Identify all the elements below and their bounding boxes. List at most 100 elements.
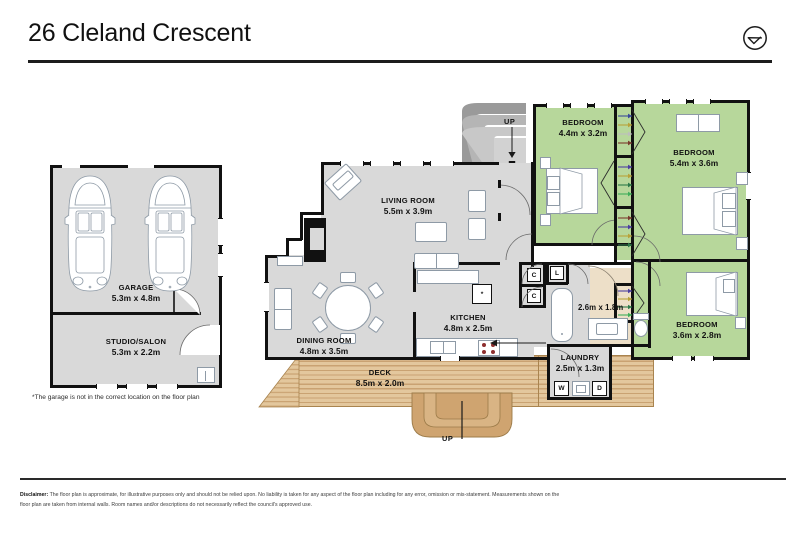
toilet-bowl <box>634 320 648 337</box>
studio-window-bottom-a <box>96 384 118 389</box>
living-window-b <box>370 161 394 166</box>
studio-basin-line <box>205 371 206 381</box>
closet-door-swing-2 <box>521 286 543 308</box>
room-label-bedroom-1: BEDROOM 4.4m x 3.2m <box>534 118 632 139</box>
entry-door-jamb-left <box>498 180 501 188</box>
bathroom-basin <box>596 323 618 335</box>
car-right <box>144 175 196 293</box>
linen-label: L <box>554 269 560 277</box>
closet-tag-1: C <box>527 268 541 282</box>
linen-door-swing <box>567 263 589 285</box>
room-dim-bedroom-2: 5.4m x 3.6m <box>669 158 719 169</box>
room-dim-bedroom-1: 4.4m x 3.2m <box>558 128 608 139</box>
entry-up-label: UP <box>504 117 516 126</box>
bedroom-3-wall-right <box>747 262 750 360</box>
room-label-bedroom-3: BEDROOM 3.6m x 2.8m <box>645 320 749 341</box>
bedroom-3-bedside <box>735 317 746 329</box>
laundry-entry-arrow <box>490 338 550 348</box>
closet-wall-a <box>519 284 545 287</box>
stove-burner-2 <box>491 343 495 347</box>
header-divider <box>28 60 772 63</box>
dryer-label: D <box>597 385 602 392</box>
room-dim-kitchen: 4.8m x 2.5m <box>443 323 493 334</box>
bedroom-1-duvet <box>559 167 583 215</box>
entry-path <box>462 103 526 165</box>
kitchen-door-opening <box>440 356 460 361</box>
laundry-wall-right <box>609 344 612 400</box>
room-dim-bedroom-3: 3.6m x 2.8m <box>672 330 722 341</box>
wardrobe-strip-wall-left <box>614 104 617 262</box>
studio-window-bottom-b <box>126 384 148 389</box>
toilet-cistern <box>633 313 649 320</box>
stove-burner-1 <box>482 343 486 347</box>
linen-wall-b <box>546 282 568 285</box>
laundry-door-swing <box>550 348 580 378</box>
wardrobe-hanging-icons-mid <box>617 163 633 203</box>
living-wall-jog-c <box>286 238 302 241</box>
floorplan-canvas: GARAGE 5.3m x 4.8m STUDIO/SALON 5.3m x 2… <box>32 99 751 443</box>
bathtub <box>551 288 573 342</box>
bedroom-2-window-b <box>669 99 687 104</box>
bedroom-2-window-a <box>645 99 663 104</box>
stove-burner-4 <box>491 350 495 354</box>
washer-tag: W <box>554 381 569 396</box>
living-armchair-b <box>468 218 486 240</box>
fireplace-inner <box>310 228 324 250</box>
stove-burner-3 <box>482 350 486 354</box>
car-left <box>64 175 116 293</box>
room-label-studio-salon: STUDIO/SALON 5.3m x 2.2m <box>76 337 196 358</box>
room-dim-dining-room: 4.8m x 3.5m <box>299 346 349 357</box>
hall-door-swing-bed1 <box>505 233 533 261</box>
core-wall-bottom <box>548 344 651 347</box>
kitchen-sink-divider <box>443 342 444 353</box>
studio-window-bottom-c <box>156 384 178 389</box>
page-header: 26 Cleland Crescent <box>0 0 800 66</box>
deck-steps <box>408 392 516 441</box>
closet-wall-c <box>543 262 546 308</box>
closet-door-swing-1 <box>521 263 543 285</box>
bedroom-1-bedside-b <box>540 214 551 226</box>
room-dim-studio-salon: 5.3m x 2.2m <box>111 347 161 358</box>
bedroom-3-wall-left <box>631 262 634 360</box>
deck-angled-corner <box>258 353 300 408</box>
garage-window-right-a <box>218 218 223 246</box>
bedroom-2-wall-top <box>631 100 750 103</box>
bedroom-2-window-c <box>693 99 711 104</box>
kitchen-partition-left <box>413 262 416 292</box>
room-dim-deck: 8.5m x 2.0m <box>355 378 405 389</box>
core-wall-bathroom-right <box>648 262 651 348</box>
living-armchair-a <box>468 190 486 212</box>
bedroom-2-window-right <box>746 172 751 200</box>
dining-chair-n <box>340 272 356 283</box>
studio-basin <box>197 367 215 383</box>
entry-door-swing <box>499 184 531 216</box>
disclaimer-label: Disclaimer: <box>20 492 49 498</box>
wardrobe-door-arrow-bottom <box>631 211 646 257</box>
bedroom-1-window-b <box>570 103 588 108</box>
wardrobe-hanging-icons-top <box>617 112 633 152</box>
garage-location-note: *The garage is not in the correct locati… <box>32 394 200 401</box>
living-wall-jog-d <box>300 212 303 240</box>
laundry-tub-bowl <box>576 385 586 393</box>
bedroom-1-window-c <box>594 103 612 108</box>
bedroom-2-sofa-split <box>698 115 699 131</box>
dining-sofa-split <box>275 309 291 310</box>
bedroom-3-pillow <box>723 279 735 293</box>
living-wall-jog-b <box>286 238 289 258</box>
linen-wall-c <box>566 262 569 284</box>
dining-window-left <box>264 282 269 312</box>
dining-chair-s <box>340 333 356 344</box>
room-dim-laundry: 2.5m x 1.3m <box>555 363 605 374</box>
wardrobe-door-arrow-mid <box>600 160 615 206</box>
garage-door-opening-marker-a <box>62 164 80 168</box>
house-wall-bottom-right <box>519 357 549 360</box>
bedroom-1-pillow <box>547 176 560 190</box>
closet-tag-2: C <box>527 289 541 303</box>
bedroom-1-pillow-2 <box>547 192 560 206</box>
page-title: 26 Cleland Crescent <box>28 19 251 47</box>
garage-door-opening-marker-b <box>128 164 154 168</box>
bedroom-1-wall-bottom <box>533 243 633 246</box>
bathroom-door-swing <box>587 265 619 297</box>
studio-door-swing <box>179 324 220 356</box>
